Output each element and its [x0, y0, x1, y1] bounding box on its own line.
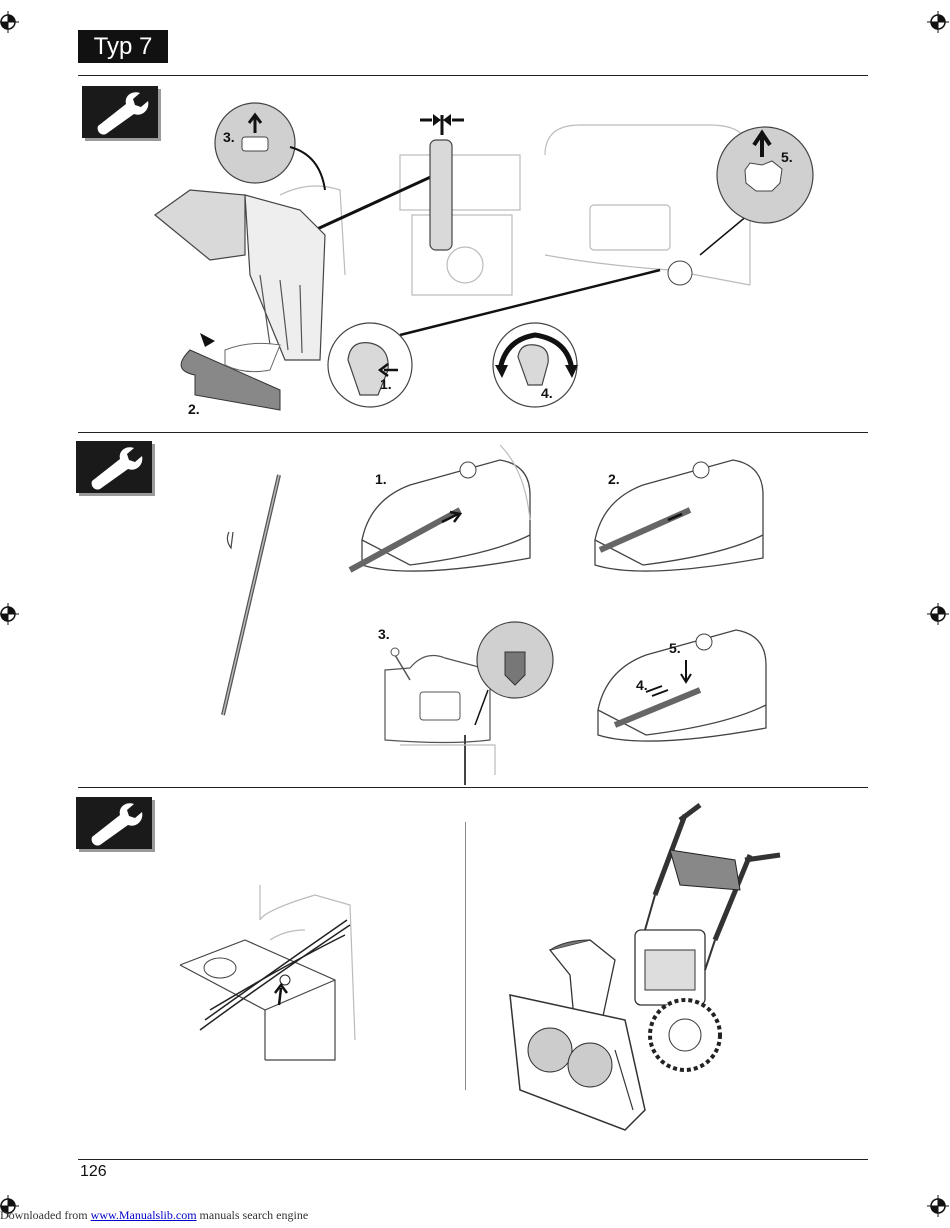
wrench-icon — [76, 441, 152, 493]
step-label: 2. — [608, 471, 620, 487]
registration-mark-icon — [927, 1195, 949, 1217]
step-label: 4. — [636, 677, 648, 693]
divider — [78, 75, 868, 76]
section-title: Typ 7 — [78, 30, 168, 63]
page-number: 126 — [80, 1163, 107, 1180]
registration-mark-icon — [927, 11, 949, 33]
divider — [78, 432, 868, 433]
wrench-icon — [76, 797, 152, 849]
footer-prefix: Downloaded from — [0, 1208, 88, 1222]
step-label: 1. — [375, 471, 387, 487]
footer-suffix: manuals search engine — [199, 1208, 309, 1222]
step-label: 4. — [541, 385, 553, 401]
download-footer: Downloaded from www.Manualslib.com manua… — [0, 1208, 308, 1223]
step-label: 1. — [380, 376, 392, 392]
wrench-icon — [82, 86, 158, 138]
rod-and-pin-illustration — [221, 474, 281, 716]
snow-thrower-illustration — [509, 803, 781, 1131]
engine-shroud-illustrations — [348, 444, 767, 785]
cable-routing-illustration — [179, 885, 356, 1061]
registration-mark-icon — [0, 1195, 19, 1217]
step-label: 3. — [378, 626, 390, 642]
chute-removal-illustration — [154, 102, 814, 411]
divider — [78, 787, 868, 788]
manualslib-link[interactable]: www.Manualslib.com — [90, 1208, 197, 1222]
registration-mark-icon — [0, 11, 19, 33]
step-label: 3. — [223, 129, 235, 145]
step-label: 2. — [188, 401, 200, 417]
column-divider — [465, 822, 466, 1090]
step-label: 5. — [781, 149, 793, 165]
registration-mark-icon — [927, 603, 949, 625]
divider — [78, 1159, 868, 1160]
registration-mark-icon — [0, 603, 19, 625]
step-label: 5. — [669, 640, 681, 656]
